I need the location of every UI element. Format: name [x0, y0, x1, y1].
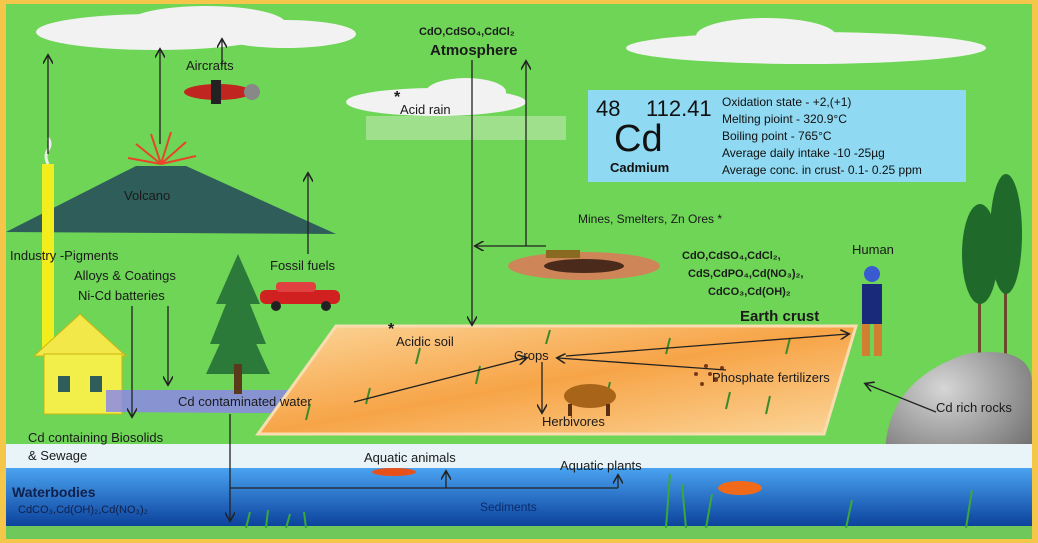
property-oxidation: Oxidation state - +2,(+1): [722, 95, 852, 109]
crops-label: Crops: [514, 348, 549, 363]
fossil-fuels-label: Fossil fuels: [270, 258, 336, 273]
industry-label-3: Ni-Cd batteries: [78, 288, 165, 303]
phosphate-label: Phosphate fertilizers: [712, 370, 830, 385]
aquatic-animals-label: Aquatic animals: [364, 450, 456, 465]
flow-arrows: [48, 40, 937, 520]
cd-rich-rock: [885, 352, 1032, 474]
industry-label-2: Alloys & Coatings: [74, 268, 176, 283]
volcano-eruption: [127, 131, 197, 165]
aircraft-illustration: [184, 80, 260, 104]
earth-crust-label: Earth crust: [740, 308, 820, 325]
biosolids-label-1: Cd containing Biosolids: [28, 430, 164, 445]
atmosphere-compounds: CdO,CdSO₄,CdCl₂: [419, 26, 515, 38]
herbivores-label: Herbivores: [542, 414, 605, 429]
cloud-left: [36, 6, 356, 50]
element-properties: Oxidation state - +2,(+1) Melting pioint…: [722, 94, 922, 179]
aquatic-plants-label: Aquatic plants: [560, 458, 642, 473]
crust-compound-1: CdO,CdSO₄,CdCl₂,: [682, 250, 781, 262]
acidic-soil-label: Acidic soil: [396, 334, 454, 349]
sediment-band: [6, 526, 1032, 539]
rain-drops: [366, 116, 566, 140]
crust-compound-3: CdCO₃,Cd(OH)₂: [708, 286, 791, 298]
chimney: [42, 164, 54, 354]
herbivore-illustration: [564, 384, 616, 416]
property-crust-conc: Average conc. in crust- 0.1- 0.25 ppm: [722, 163, 922, 177]
acidic-soil-field: [255, 324, 859, 436]
atmosphere-title: Atmosphere: [430, 42, 518, 59]
aircrafts-label: Aircrafts: [186, 58, 234, 73]
human-illustration: [862, 266, 882, 356]
element-symbol: Cd: [614, 118, 663, 160]
tall-trees: [962, 174, 1022, 354]
contaminated-water-label: Cd contaminated water: [178, 394, 312, 409]
human-label: Human: [852, 242, 894, 257]
phosphate-dots: [694, 364, 724, 386]
atomic-number: 48: [596, 96, 621, 121]
house-illustration: [32, 313, 128, 415]
biosolids-label-2: & Sewage: [28, 448, 88, 463]
water-grass: [245, 473, 973, 529]
cloud-acid-rain: [346, 78, 526, 116]
car-illustration: [260, 282, 340, 311]
volcano-shape: [6, 166, 336, 234]
mines-label: Mines, Smelters, Zn Ores *: [578, 212, 723, 226]
water-compounds: CdCO₃,Cd(OH)₂,Cd(NO₃)₂: [18, 504, 148, 516]
acid-rain-label: Acid rain: [400, 102, 451, 117]
arrow-phosphate-crops: [558, 358, 727, 371]
fish-illustration: [372, 468, 762, 495]
cadmium-info-box: 48 112.41 Cd Cadmium Oxidation state - +…: [588, 90, 966, 182]
acidic-soil-asterisk: *: [388, 321, 395, 338]
sediments-label: Sediments: [480, 500, 537, 514]
waterbodies-label: Waterbodies: [12, 484, 96, 500]
cd-rich-rocks-label: Cd rich rocks: [936, 400, 1012, 415]
water-body: [6, 468, 1032, 528]
arrow-rock-field: [866, 384, 937, 413]
cloud-right: [626, 18, 986, 64]
pine-tree: [206, 254, 270, 394]
element-name: Cadmium: [610, 160, 670, 175]
property-boiling: Boiling point - 765°C: [722, 129, 832, 143]
arrow-crops-human: [565, 334, 848, 357]
property-intake: Average daily intake -10 -25µg: [722, 146, 885, 160]
industry-label-1: Industry -Pigments: [10, 248, 119, 263]
diagram-canvas: CdO,CdSO₄,CdCl₂ Atmosphere Aircrafts * A…: [6, 4, 1032, 539]
cadmium-cycle-illustration: [6, 6, 1032, 539]
atomic-mass: 112.41: [646, 96, 712, 121]
arrow-water-to-crops: [353, 358, 526, 403]
crust-compound-2: CdS,CdPO₄,Cd(NO₃)₂,: [688, 268, 804, 280]
acid-rain-asterisk: *: [394, 89, 401, 106]
property-melting: Melting pioint - 320.9°C: [722, 112, 847, 126]
volcano-label: Volcano: [124, 188, 171, 203]
